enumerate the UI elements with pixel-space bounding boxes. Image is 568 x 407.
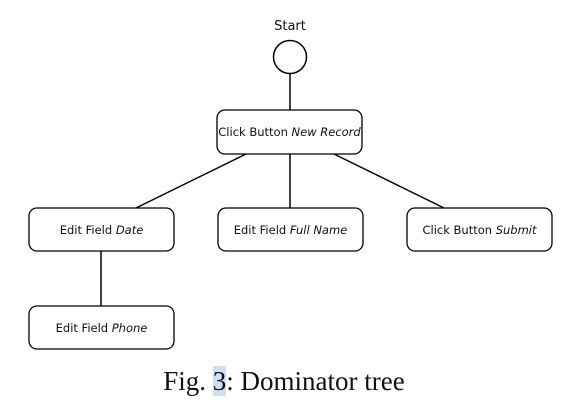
- node-click-button-new-record: [216, 109, 363, 155]
- node-click-button-submit: [406, 207, 553, 252]
- node-edit-field-phone-label: Edit Field Phone: [56, 321, 148, 335]
- caption-prefix: Fig.: [163, 366, 213, 396]
- edge-new-record-to-date: [135, 153, 247, 209]
- node-click-button-submit-label: Click Button Submit: [422, 223, 537, 237]
- caption-suffix: : Dominator tree: [226, 366, 405, 396]
- node-click-button-new-record-label: Click Button New Record: [218, 125, 361, 139]
- figure-number[interactable]: 3: [212, 366, 227, 396]
- start-node: [272, 39, 308, 75]
- dominator-tree-diagram: Start Click Button New Record Edit Field…: [28, 19, 553, 350]
- start-label: Start: [274, 19, 306, 34]
- node-edit-field-phone: [28, 305, 175, 350]
- node-edit-field-full-name: [217, 207, 364, 252]
- figure-caption: Fig. 3: Dominator tree: [0, 366, 568, 396]
- node-edit-field-full-name-label: Edit Field Full Name: [234, 223, 348, 237]
- edge-new-record-to-submit: [333, 153, 445, 209]
- node-edit-field-date-label: Edit Field Date: [60, 223, 144, 237]
- node-edit-field-date: [28, 207, 175, 252]
